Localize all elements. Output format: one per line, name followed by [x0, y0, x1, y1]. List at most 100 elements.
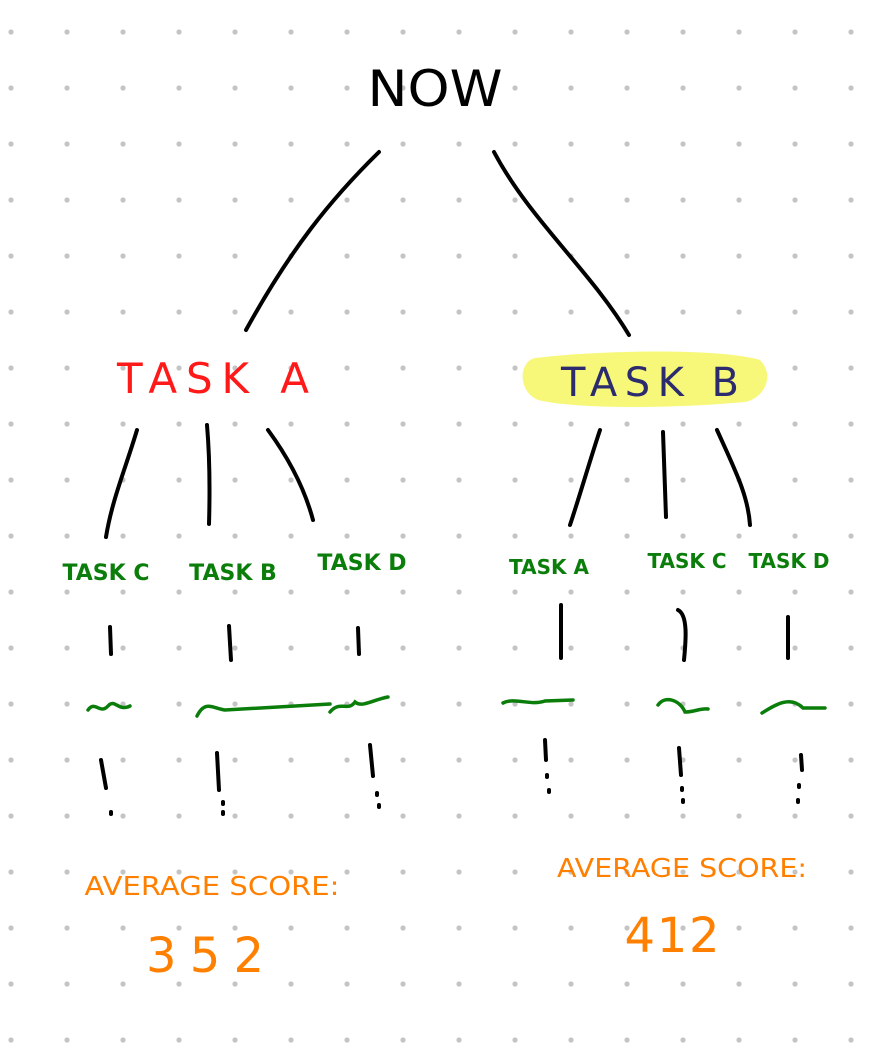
grid-dot: [624, 533, 630, 539]
grid-dot: [848, 981, 854, 987]
grid-dot: [736, 813, 742, 819]
grid-dot: [736, 869, 742, 875]
grid-dot: [512, 533, 518, 539]
grid-dot: [8, 1037, 14, 1043]
grid-dot: [176, 533, 182, 539]
grid-dot: [8, 925, 14, 931]
grid-dot: [8, 477, 14, 483]
grid-dot: [848, 141, 854, 147]
grid-dot: [512, 477, 518, 483]
grid-dot: [8, 309, 14, 315]
grid-dot: [288, 1037, 294, 1043]
edge-a-b: [205, 423, 212, 526]
grid-dot: [456, 197, 462, 203]
grid-dot: [736, 701, 742, 707]
continuation-strokes: [108, 603, 790, 662]
grid-dot: [848, 29, 854, 35]
grid-dot: [120, 365, 126, 371]
grid-dot: [232, 813, 238, 819]
grid-dot: [736, 141, 742, 147]
grid-dot: [792, 813, 798, 819]
child-a-task-c: TASK C: [62, 561, 149, 586]
child-a-task-d: TASK D: [317, 551, 406, 576]
grid-dot: [792, 533, 798, 539]
grid-dot: [568, 29, 574, 35]
grid-dot: [624, 85, 630, 91]
grid-dot: [624, 869, 630, 875]
grid-dot: [176, 253, 182, 259]
grid-dot: [792, 645, 798, 651]
grid-dot: [176, 925, 182, 931]
edge-now-task-b: [492, 150, 631, 337]
grid-dot: [848, 421, 854, 427]
grid-dot: [400, 757, 406, 763]
grid-dot: [120, 869, 126, 875]
grid-dot: [848, 1037, 854, 1043]
grid-dot: [400, 421, 406, 427]
grid-dot: [400, 981, 406, 987]
grid-dot: [400, 589, 406, 595]
grid-dot: [176, 197, 182, 203]
grid-dot: [456, 645, 462, 651]
grid-dot: [568, 757, 574, 763]
grid-dot: [680, 29, 686, 35]
grid-dot: [456, 869, 462, 875]
grid-dot: [624, 309, 630, 315]
grid-dot: [120, 29, 126, 35]
edge-a-c: [104, 428, 139, 539]
grid-dot: [120, 813, 126, 819]
grid-dot: [456, 813, 462, 819]
grid-dot: [176, 1037, 182, 1043]
grid-dot: [232, 589, 238, 595]
grid-dot: [624, 1037, 630, 1043]
grid-dot: [624, 701, 630, 707]
grid-dot: [848, 925, 854, 931]
grid-dot: [680, 253, 686, 259]
grid-dot: [288, 29, 294, 35]
grid-dot: [64, 869, 70, 875]
grid-dot: [64, 1037, 70, 1043]
grid-dot: [400, 85, 406, 91]
grid-dot: [64, 925, 70, 931]
grid-dot: [624, 645, 630, 651]
score-value-task-a: 352: [146, 928, 264, 984]
grid-dot: [288, 813, 294, 819]
grid-dot: [792, 477, 798, 483]
grid-dot: [624, 29, 630, 35]
grid-dot: [176, 813, 182, 819]
grid-dot: [512, 645, 518, 651]
grid-dot: [64, 589, 70, 595]
grid-dot: [400, 645, 406, 651]
grid-dot: [288, 477, 294, 483]
grid-dot: [680, 1037, 686, 1043]
grid-dot: [400, 1037, 406, 1043]
grid-dot: [64, 253, 70, 259]
grid-dot: [792, 365, 798, 371]
grid-dot: [8, 533, 14, 539]
grid-dot: [176, 421, 182, 427]
grid-dot: [456, 533, 462, 539]
grid-dot: [512, 813, 518, 819]
grid-dot: [792, 757, 798, 763]
grid-dot: [344, 365, 350, 371]
grid-dot: [64, 85, 70, 91]
grid-dot: [400, 253, 406, 259]
grid-dot: [8, 813, 14, 819]
grid-dot: [176, 645, 182, 651]
grid-dot: [568, 1037, 574, 1043]
grid-dot: [568, 197, 574, 203]
grid-dot: [232, 1037, 238, 1043]
grid-dot: [680, 421, 686, 427]
grid-dot: [8, 589, 14, 595]
grid-dot: [736, 309, 742, 315]
grid-dot: [736, 1037, 742, 1043]
grid-dot: [8, 141, 14, 147]
grid-dot: [680, 589, 686, 595]
grid-dot: [120, 197, 126, 203]
grid-dot: [568, 85, 574, 91]
grid-dot: [792, 197, 798, 203]
grid-dot: [848, 757, 854, 763]
grid-dot: [848, 645, 854, 651]
grid-dot: [176, 141, 182, 147]
grid-dot: [232, 981, 238, 987]
